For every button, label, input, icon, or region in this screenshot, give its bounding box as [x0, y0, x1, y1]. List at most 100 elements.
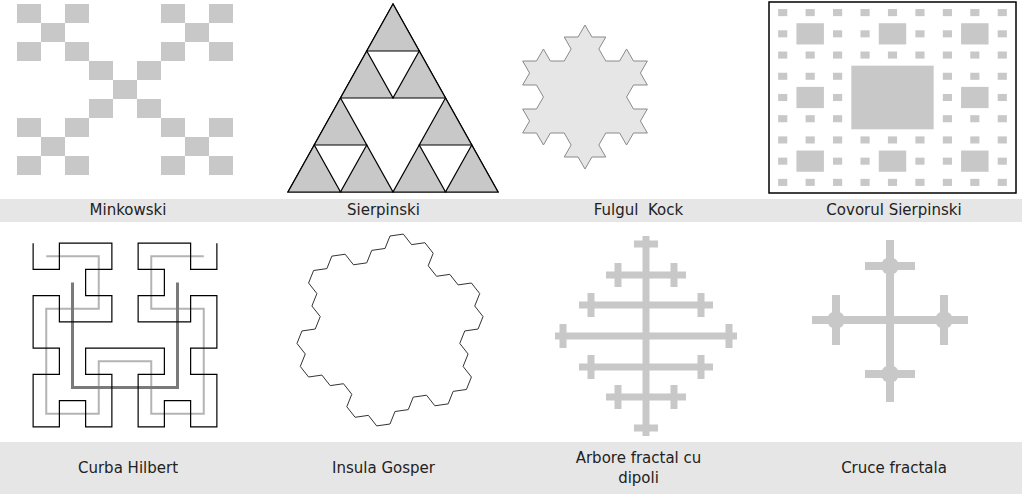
caption-band: Fulgul Kock [511, 199, 766, 222]
carpet-square [851, 66, 933, 130]
tree-branch [579, 293, 713, 317]
fractal-square [17, 156, 41, 175]
carpet-square [796, 151, 823, 172]
tree-branch [579, 355, 713, 379]
carpet-square [778, 73, 787, 80]
fractal-square [89, 99, 113, 118]
carpet-square [833, 30, 842, 37]
dipole-fractal-tree [555, 236, 737, 436]
carpet-square [796, 87, 823, 108]
carpet-square [778, 9, 787, 16]
carpet-square [961, 87, 988, 108]
carpet-square [860, 52, 869, 59]
caption-text: Cruce fractala [841, 458, 947, 478]
carpet-square [915, 9, 924, 16]
carpet-square [833, 158, 842, 165]
filled-triangle [367, 4, 420, 51]
carpet-square [806, 179, 815, 186]
carpet-square [915, 30, 924, 37]
carpet-square [943, 30, 952, 37]
carpet-square [806, 136, 815, 143]
caption-band: Cruce fractala [766, 442, 1022, 494]
carpet-square [833, 115, 842, 122]
cross-node [935, 311, 953, 329]
carpet-square [778, 52, 787, 59]
carpet-square [833, 136, 842, 143]
carpet-square [970, 115, 979, 122]
carpet-square [806, 73, 815, 80]
caption-text: Insula Gosper [332, 458, 435, 478]
carpet-square [943, 115, 952, 122]
carpet-square [860, 9, 869, 16]
tree-branch [606, 385, 686, 409]
carpet-square [943, 52, 952, 59]
carpet-square [915, 136, 924, 143]
carpet-square [998, 179, 1007, 186]
filled-triangle [419, 98, 472, 145]
fractal-square [65, 156, 89, 175]
triangle-outline [288, 4, 498, 192]
fractal-cross [812, 240, 968, 402]
carpet-square [915, 179, 924, 186]
fractal-square [65, 42, 89, 61]
carpet-square [888, 136, 897, 143]
caption-text: Arbore fractal cu dipoli [556, 448, 721, 489]
carpet-square [833, 52, 842, 59]
carpet-square [778, 30, 787, 37]
fractal-square [209, 156, 233, 175]
fractal-square [17, 42, 41, 61]
hilbert-order-1 [73, 283, 178, 388]
caption-text: Curba Hilbert [78, 458, 178, 478]
fractal-square [185, 23, 209, 42]
caption-band: Covorul Sierpinski [766, 199, 1022, 222]
fractal-square [113, 80, 137, 99]
carpet-square [943, 94, 952, 101]
carpet-square [860, 136, 869, 143]
koch-snowflake [523, 25, 648, 169]
carpet-square [860, 30, 869, 37]
carpet-square [888, 52, 897, 59]
fractal-square [161, 118, 185, 137]
carpet-square [998, 9, 1007, 16]
cross-arm [812, 240, 968, 402]
carpet-square [961, 23, 988, 44]
fractal-square [161, 4, 185, 23]
carpet-square [915, 52, 924, 59]
carpet-square [915, 158, 924, 165]
carpet-square [998, 73, 1007, 80]
filled-triangle [314, 98, 367, 145]
carpet-square [879, 151, 906, 172]
fractal-square [209, 4, 233, 23]
fractal-square [161, 42, 185, 61]
carpet-square [879, 23, 906, 44]
fractal-square [65, 118, 89, 137]
carpet-square [778, 94, 787, 101]
cross-node [881, 257, 899, 275]
caption-text: Covorul Sierpinski [826, 200, 961, 220]
caption-band: Minkowski [0, 199, 256, 222]
carpet-square [833, 179, 842, 186]
carpet-square [970, 73, 979, 80]
cross-node [881, 365, 899, 383]
carpet-square [998, 136, 1007, 143]
filled-triangle [341, 51, 394, 98]
carpet-square [970, 52, 979, 59]
carpet-square [888, 179, 897, 186]
fractal-square [209, 118, 233, 137]
carpet-square [833, 73, 842, 80]
hilbert-order-2 [46, 256, 204, 414]
carpet-square [806, 9, 815, 16]
carpet-square [998, 115, 1007, 122]
caption-band: Sierpinski [256, 199, 511, 222]
carpet-square [860, 158, 869, 165]
carpet-square [998, 30, 1007, 37]
carpet-square [943, 9, 952, 16]
carpet-square [970, 9, 979, 16]
caption-text: Fulgul Kock [594, 200, 683, 220]
fractal-square [185, 137, 209, 156]
filled-triangle [288, 145, 341, 192]
carpet-square [961, 151, 988, 172]
carpet-square [806, 115, 815, 122]
carpet-square [970, 136, 979, 143]
carpet-square [943, 179, 952, 186]
